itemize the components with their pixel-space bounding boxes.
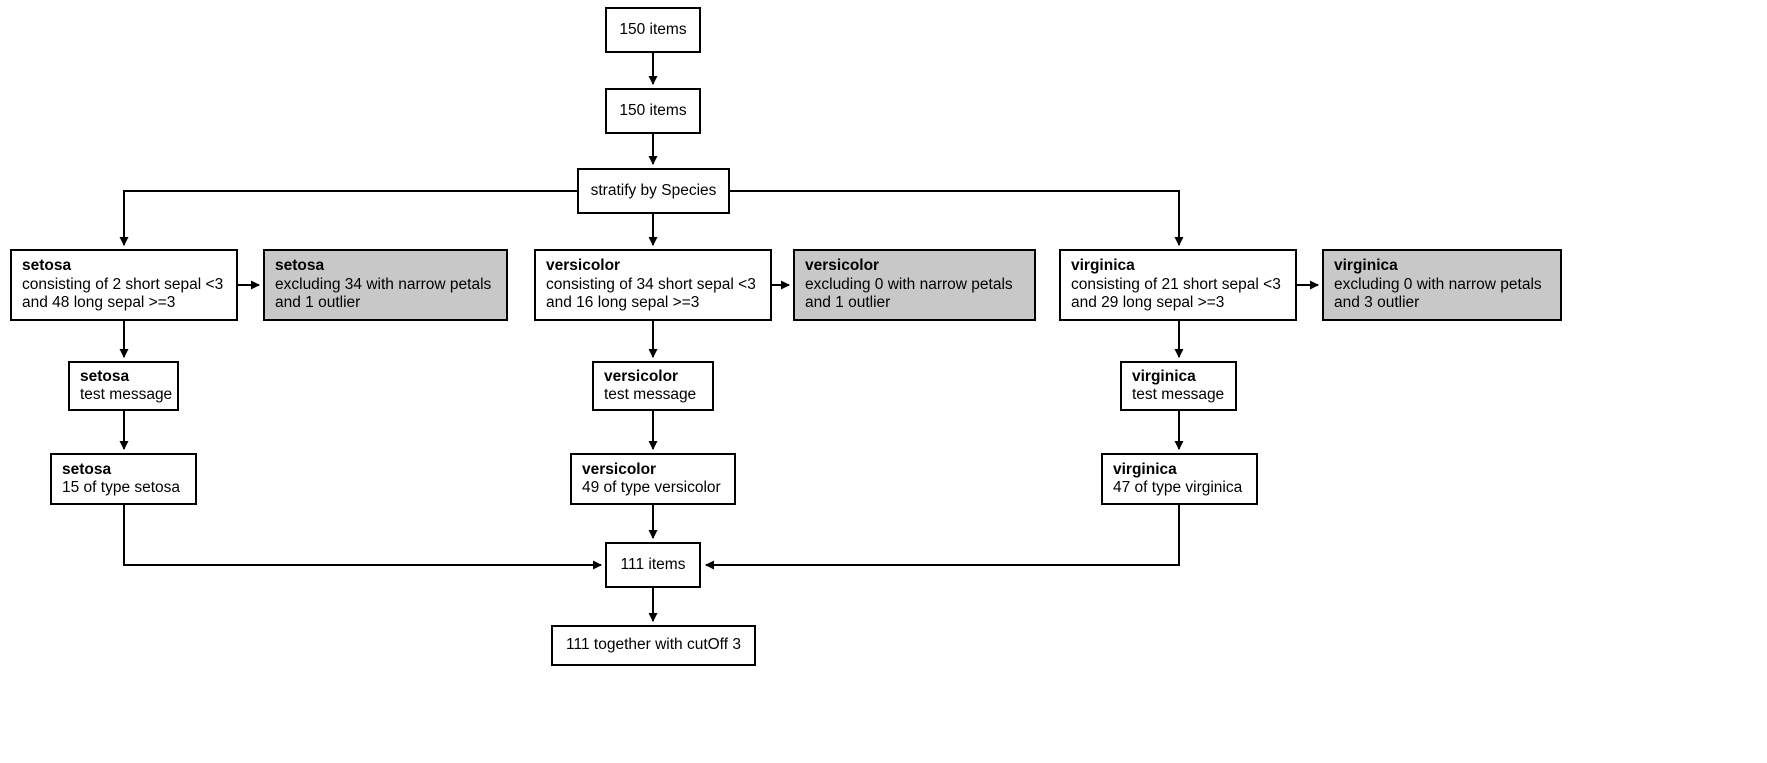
node-setosa-result-line1: 15 of type setosa [62, 479, 181, 496]
node-start-label: 150 items [619, 20, 687, 38]
node-versicolor-main[interactable]: versicolor consisting of 34 short sepal … [534, 249, 772, 321]
node-virginica-excluded-title: virginica [1334, 257, 1398, 275]
node-virginica-excluded-line2: and 3 outlier [1334, 294, 1420, 312]
node-versicolor-main-line2: and 16 long sepal >=3 [546, 294, 700, 312]
node-stratify[interactable]: stratify by Species [577, 168, 730, 214]
node-virginica-result-line1: 47 of type virginica [1113, 479, 1243, 496]
node-virginica-excluded-line1: excluding 0 with narrow petals [1334, 275, 1542, 293]
node-virginica-main[interactable]: virginica consisting of 21 short sepal <… [1059, 249, 1297, 321]
node-merge-label: 111 items [620, 555, 686, 573]
node-virginica-excluded[interactable]: virginica excluding 0 with narrow petals… [1322, 249, 1562, 321]
node-setosa-main[interactable]: setosa consisting of 2 short sepal <3 an… [10, 249, 238, 321]
node-setosa-result-title: setosa [62, 460, 112, 478]
node-setosa-test-title: setosa [80, 367, 130, 385]
node-versicolor-result-line1: 49 of type versicolor [582, 479, 721, 496]
node-versicolor-test-line1: test message [604, 386, 697, 403]
node-final[interactable]: 111 together with cutOff 3 [551, 625, 756, 666]
node-virginica-main-line2: and 29 long sepal >=3 [1071, 294, 1225, 312]
node-versicolor-excluded[interactable]: versicolor excluding 0 with narrow petal… [793, 249, 1036, 321]
node-second-label: 150 items [619, 101, 687, 119]
node-versicolor-result[interactable]: versicolor 49 of type versicolor [570, 453, 736, 505]
node-setosa-test[interactable]: setosa test message [68, 361, 179, 411]
node-virginica-result-title: virginica [1113, 460, 1177, 478]
node-setosa-excluded-title: setosa [275, 257, 325, 275]
node-merge[interactable]: 111 items [605, 542, 701, 588]
node-versicolor-excluded-line1: excluding 0 with narrow petals [805, 275, 1013, 293]
node-second[interactable]: 150 items [605, 88, 701, 134]
node-setosa-result[interactable]: setosa 15 of type setosa [50, 453, 197, 505]
node-setosa-excluded-line1: excluding 34 with narrow petals [275, 275, 492, 293]
node-start[interactable]: 150 items [605, 7, 701, 53]
node-setosa-main-line2: and 48 long sepal >=3 [22, 294, 176, 312]
node-versicolor-excluded-line2: and 1 outlier [805, 294, 891, 312]
node-virginica-test-title: virginica [1132, 367, 1196, 385]
node-versicolor-test[interactable]: versicolor test message [592, 361, 714, 411]
node-virginica-main-title: virginica [1071, 257, 1135, 275]
node-final-label: 111 together with cutOff 3 [566, 636, 741, 654]
node-versicolor-excluded-title: versicolor [805, 257, 880, 275]
node-setosa-main-line1: consisting of 2 short sepal <3 [22, 275, 224, 293]
node-versicolor-result-title: versicolor [582, 460, 657, 478]
node-versicolor-main-title: versicolor [546, 257, 621, 275]
node-versicolor-main-line1: consisting of 34 short sepal <3 [546, 275, 756, 293]
node-setosa-test-line1: test message [80, 386, 173, 403]
node-setosa-excluded-line2: and 1 outlier [275, 294, 361, 312]
node-virginica-test[interactable]: virginica test message [1120, 361, 1237, 411]
node-versicolor-test-title: versicolor [604, 367, 679, 385]
node-virginica-main-line1: consisting of 21 short sepal <3 [1071, 275, 1281, 293]
node-setosa-excluded[interactable]: setosa excluding 34 with narrow petals a… [263, 249, 508, 321]
node-virginica-test-line1: test message [1132, 386, 1225, 403]
node-setosa-main-title: setosa [22, 257, 72, 275]
node-stratify-label: stratify by Species [590, 181, 717, 199]
node-virginica-result[interactable]: virginica 47 of type virginica [1101, 453, 1258, 505]
